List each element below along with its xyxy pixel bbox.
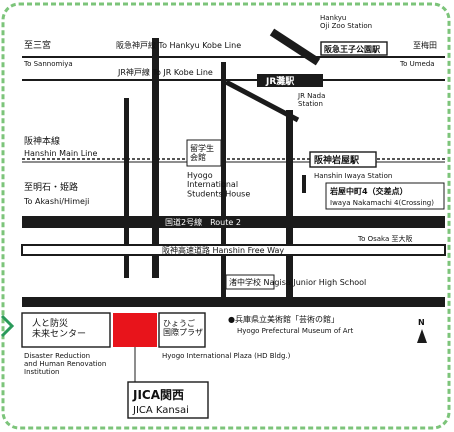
museum-jp-label: ●兵庫県立美術館「芸術の館」 — [228, 314, 339, 324]
hankyu-ojipark-label: 阪急王子公園駅 — [324, 44, 381, 54]
road-diagonal-nada — [224, 79, 300, 123]
hanshin-iwaya-label: 阪神岩屋駅 — [314, 154, 360, 166]
iwaya-nakamachi-jp-label: 岩屋中町4（交差点） — [329, 186, 408, 196]
hankyu-ojipark-station-sign — [320, 41, 388, 56]
north-arrow: N — [417, 318, 427, 343]
ryugakusei-kaikan-box — [186, 139, 222, 167]
road-lower — [22, 297, 445, 307]
road-vertical-right — [302, 175, 306, 193]
jica-kansai-jp-label: JICA関西 — [132, 388, 184, 402]
hankyu-line-label: 阪急神戸線 To Hankyu Kobe Line — [116, 40, 241, 50]
akashi-en-label: To Akashi/Himeji — [23, 197, 89, 206]
akashi-jp-label: 至明石・姫路 — [24, 181, 78, 193]
hyogo-plaza-en-label: Hyogo International Plaza (HD Bldg.) — [162, 352, 291, 360]
hito-to-bosai-building — [21, 312, 111, 348]
hanshin-main-jp-label: 阪神本線 — [24, 135, 60, 147]
road-lower-vertical — [221, 270, 226, 300]
sannomiya-en-label: To Sannomiya — [23, 60, 73, 68]
sannomiya-jp-label: 至三宮 — [24, 39, 51, 51]
hanshin-freeway — [21, 244, 446, 256]
road-vertical-4 — [286, 110, 293, 300]
jr-nada-label: JR灘駅 — [265, 75, 295, 87]
road-vertical-3 — [221, 62, 226, 288]
nagisa-school-label: 渚中学校 Nagisa Junior High School — [229, 277, 366, 287]
jica-kansai-building — [113, 313, 157, 347]
nagisa-school-box — [225, 274, 275, 290]
jr-line-label: JR神戸線 To JR Kobe Line — [117, 67, 213, 77]
hyogo-kokusai-plaza-label: ひょうご国際プラザ — [163, 318, 203, 337]
iwaya-nakamachi-en-label: Iwaya Nakamachi 4(Crossing) — [330, 199, 434, 207]
road-vertical-1 — [124, 98, 129, 278]
chevron-right-icon — [0, 314, 15, 338]
north-arrow-icon — [417, 329, 427, 343]
route2-road — [22, 216, 445, 228]
hanshin-main-en-label: Hanshin Main Line — [24, 149, 97, 158]
to-osaka-label: To Osaka 至大阪 — [357, 234, 413, 243]
museum-en-label: Hyogo Prefectural Museum of Art — [237, 327, 353, 335]
jr-nada-station-sign — [257, 74, 323, 87]
hanshin-iwaya-station-label: Hanshin Iwaya Station — [314, 172, 392, 180]
route2-label: 国道2号線 Route 2 — [165, 217, 241, 227]
jica-kansai-en-label: JICA Kansai — [132, 405, 189, 416]
iwaya-nakamachi-box — [325, 182, 445, 210]
ryugakusei-kaikan-label: 留学生会館 — [190, 143, 214, 162]
umeda-jp-label: 至梅田 — [413, 40, 437, 50]
hyogo-kokusai-plaza-building — [158, 312, 206, 348]
umeda-en-label: To Umeda — [399, 60, 435, 68]
hanshin-iwaya-station-sign — [309, 151, 377, 168]
road-vertical-2 — [152, 38, 159, 278]
jica-kansai-label-box — [127, 381, 209, 419]
north-label: N — [418, 318, 425, 327]
hanshin-freeway-label: 阪神高速道路 Hanshin Free Way — [162, 245, 284, 255]
hito-to-bosai-label: 人と防災未来センター — [32, 317, 86, 339]
